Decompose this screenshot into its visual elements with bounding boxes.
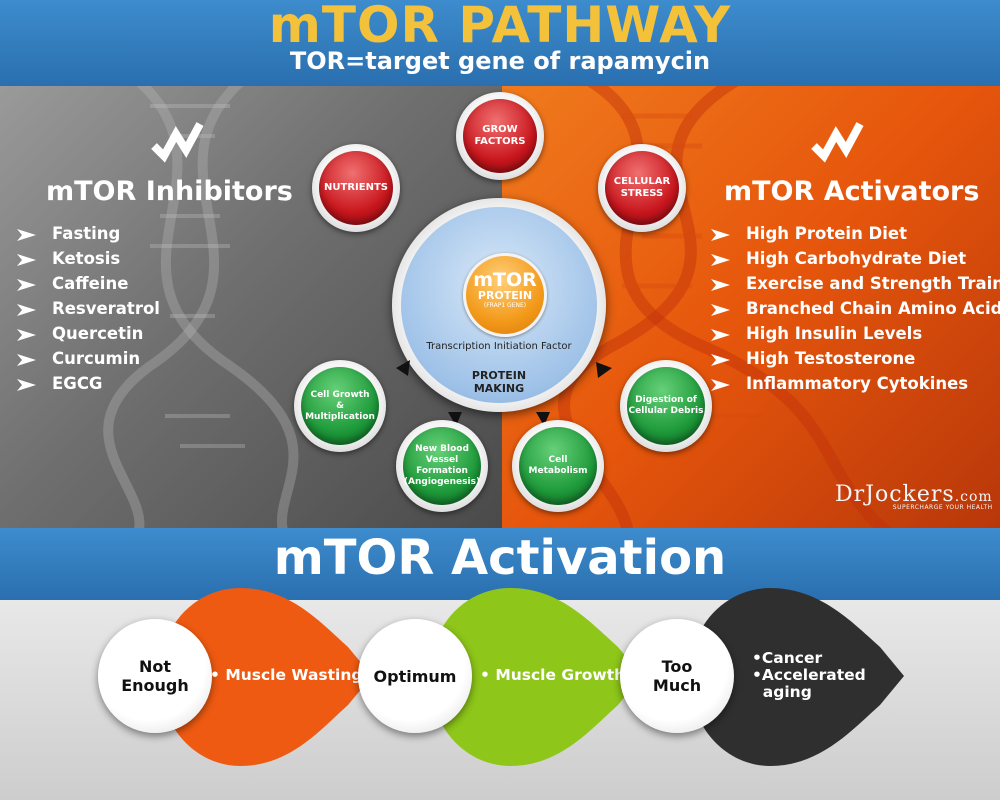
nutrients-bubble: NUTRIENTS [312, 144, 400, 232]
mtor-protein-hub: mTOR PROTEIN (FRAP1 GENE) Transcription … [392, 198, 606, 412]
stage-too-much-shape [690, 588, 904, 766]
arrow-bullet-icon [17, 254, 36, 266]
page-title: mTOR PATHWAY [268, 0, 732, 54]
stage-not-enough-effect: • Muscle Wasting [210, 666, 363, 684]
drjockers-brand: DrJockers.com SUPERCHARGE YOUR HEALTH [835, 482, 993, 511]
transcription-factor-label: Transcription Initiation Factor [426, 341, 572, 352]
arrow-icon [536, 412, 550, 426]
inhibitors-title: mTOR Inhibitors [46, 176, 293, 207]
arrow-bullet-icon [17, 279, 36, 291]
stage-not-enough-shape [160, 588, 372, 766]
arrow-bullet-icon [17, 229, 36, 241]
brand-logo-icon [811, 122, 864, 163]
arrow-icon [448, 412, 462, 426]
arrow-bullet-icon [711, 279, 730, 291]
dna-helix-decoration [103, 86, 299, 528]
arrow-bullet-icon [17, 304, 36, 316]
arrow-bullet-icon [711, 254, 730, 266]
arrow-bullet-icon [711, 329, 730, 341]
arrow-bullet-icon [17, 329, 36, 341]
arrow-bullet-icon [711, 354, 730, 366]
arrow-icon [596, 362, 612, 378]
activation-title: mTOR Activation [273, 530, 727, 586]
stage-optimum-circle: Optimum [358, 619, 472, 733]
page-subtitle: TOR=target gene of rapamycin [289, 47, 711, 75]
arrow-bullet-icon [17, 379, 36, 391]
activation-band [0, 528, 1000, 600]
arrow-bullet-icon [711, 379, 730, 391]
stage-optimum-shape [430, 588, 642, 766]
arrow-bullet-icon [17, 354, 36, 366]
arrow-bullet-icon [711, 229, 730, 241]
header-band [0, 0, 1000, 86]
arrow-bullet-icon [711, 304, 730, 316]
activators-title: mTOR Activators [724, 176, 980, 207]
mtor-protein-core: mTOR PROTEIN (FRAP1 GENE) [463, 253, 547, 337]
stage-too-much-effects: •Cancer•Accelerated aging [752, 649, 866, 701]
cell-growth-bubble: Cell Growth& Multiplication [294, 360, 386, 452]
stage-optimum-effect: • Muscle Growth [480, 666, 626, 684]
brand-logo-icon [151, 122, 204, 163]
dna-helix-decoration [558, 86, 893, 528]
arrow-icon [396, 360, 410, 376]
